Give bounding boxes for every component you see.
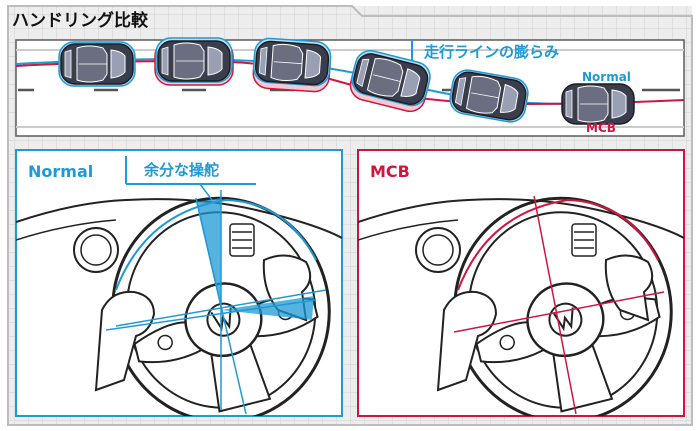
mcb-panel-label: MCB — [370, 162, 410, 181]
mcb-panel: MCB — [357, 149, 685, 417]
normal-panel: Normal 余分な操舵 — [15, 149, 343, 417]
car-sequence — [58, 37, 635, 125]
legend-normal: Normal — [582, 70, 631, 84]
legend-mcb: MCB — [586, 121, 616, 135]
excess-steer-annotation: 余分な操舵 — [143, 161, 219, 179]
normal-panel-label: Normal — [28, 162, 93, 181]
excess-steer-wedge-side — [221, 296, 314, 320]
steering-wheel-normal — [16, 190, 342, 416]
top-panel: 走行ラインの膨らみ Normal MCB — [15, 37, 685, 137]
bulge-annotation: 走行ラインの膨らみ — [424, 43, 559, 61]
steering-wheel-mcb — [358, 195, 684, 416]
figure-title: ハンドリング比較 — [12, 10, 149, 31]
